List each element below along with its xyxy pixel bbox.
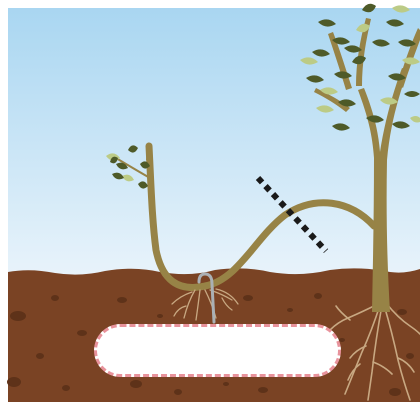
answer-box[interactable] [94, 324, 341, 377]
